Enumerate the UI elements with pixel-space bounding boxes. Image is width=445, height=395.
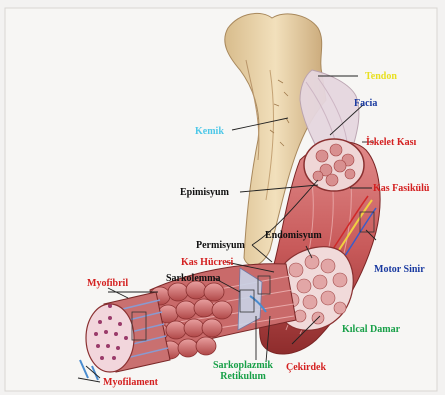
label-tendon: Tendon [365,71,397,82]
label-perimysium: Permisyum [196,240,245,251]
label-endomysium: Endomisyum [265,230,322,241]
label-muscle-fascicle: Kas Fasikülü [373,183,429,194]
label-nucleus: Çekirdek [286,362,326,373]
muscle-cross-section [304,139,364,191]
label-fascia: Facia [354,98,377,109]
label-sarcoplasmic-line2: Retikulum [220,371,266,382]
label-sarcolemma: Sarkolemma [166,273,220,284]
label-epimysium: Epimisyum [180,187,229,198]
label-sarcoplasmic-line1: Sarkoplazmik [213,360,273,371]
label-bone: Kemik [195,126,224,137]
label-capillary: Kılcal Damar [342,324,400,335]
label-skeletal-muscle: İskelet Kası [366,137,416,148]
label-muscle-cell: Kas Hücresi [181,257,233,268]
label-myofilament: Myofilament [103,377,158,388]
label-motor-nerve: Motor Sinir [374,264,425,275]
label-myofibril: Myofibril [87,278,128,289]
label-sarcoplasmic-reticulum: Sarkoplazmik Retikulum [212,360,274,382]
